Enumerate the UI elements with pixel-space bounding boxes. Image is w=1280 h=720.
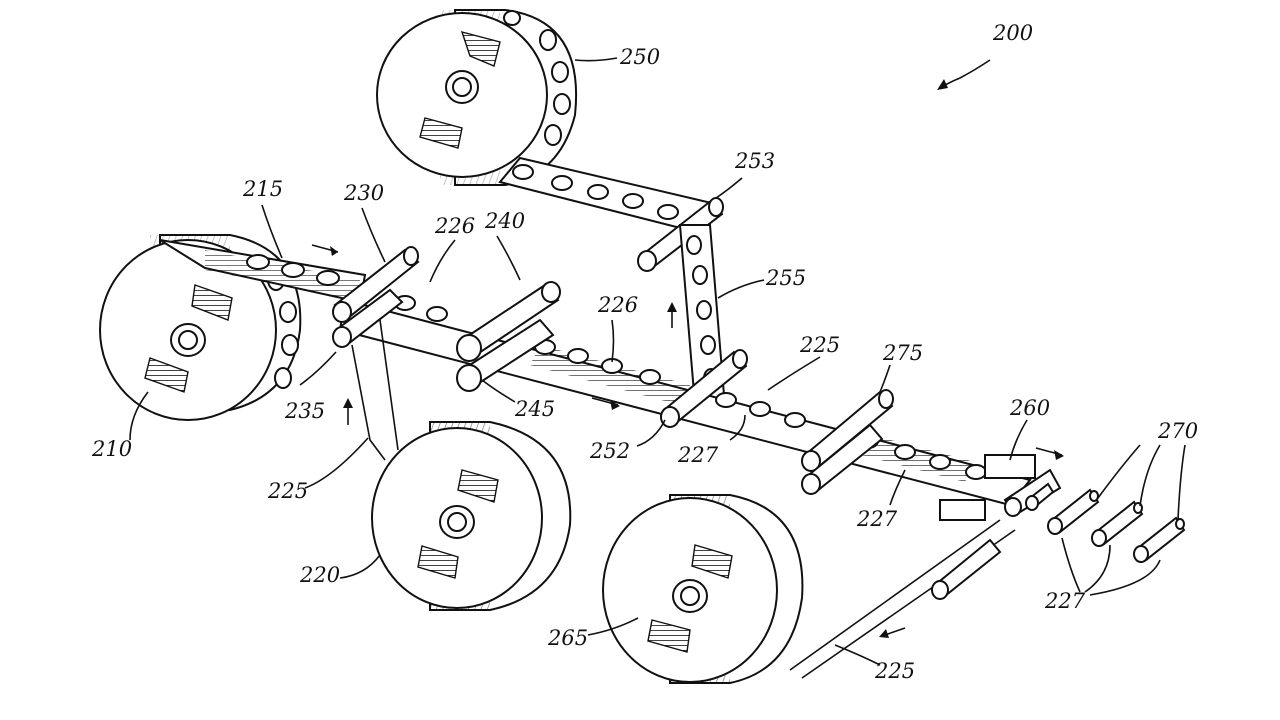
label-255: 255 bbox=[765, 266, 806, 290]
capsule bbox=[1091, 500, 1144, 547]
label-227-center: 227 bbox=[677, 443, 719, 467]
return-strip-225 bbox=[789, 519, 1016, 679]
label-215: 215 bbox=[242, 177, 283, 201]
label-235: 235 bbox=[284, 399, 325, 423]
cutting-rollers-240 bbox=[456, 281, 561, 392]
label-227-capsules: 227 bbox=[1044, 589, 1086, 613]
roll-250 bbox=[376, 9, 578, 186]
roll-265 bbox=[602, 494, 804, 684]
label-253: 253 bbox=[734, 149, 775, 173]
label-240: 240 bbox=[484, 209, 525, 233]
label-226-lower: 226 bbox=[597, 293, 638, 317]
label-226-upper: 226 bbox=[434, 214, 475, 238]
label-270: 270 bbox=[1157, 419, 1198, 443]
reference-labels: 200 250 215 230 226 240 253 255 226 225 … bbox=[91, 21, 1198, 683]
base-strip-225-feed bbox=[351, 319, 399, 461]
capsule bbox=[1047, 488, 1100, 535]
label-260: 260 bbox=[1009, 396, 1050, 420]
label-250: 250 bbox=[619, 45, 660, 69]
label-245: 245 bbox=[514, 397, 555, 421]
label-252: 252 bbox=[589, 439, 630, 463]
waste-strip-255-top bbox=[498, 156, 722, 235]
separator-260 bbox=[939, 454, 1062, 521]
laminating-rollers-230 bbox=[332, 246, 420, 348]
label-225-bottom: 225 bbox=[874, 659, 915, 683]
roll-220 bbox=[371, 421, 572, 611]
capsules-270 bbox=[1025, 482, 1186, 563]
capsule bbox=[1025, 482, 1055, 511]
label-225-upper: 225 bbox=[799, 333, 840, 357]
capsule bbox=[1133, 516, 1186, 563]
sealing-rollers-275 bbox=[801, 389, 894, 495]
label-230: 230 bbox=[343, 181, 384, 205]
label-220: 220 bbox=[299, 563, 340, 587]
roller-252 bbox=[660, 349, 748, 428]
label-275: 275 bbox=[882, 341, 923, 365]
label-210: 210 bbox=[91, 437, 132, 461]
label-200: 200 bbox=[992, 21, 1033, 45]
label-227-right: 227 bbox=[856, 507, 898, 531]
label-225-left: 225 bbox=[267, 479, 308, 503]
direction-arrows bbox=[311, 59, 1064, 638]
leader-lines bbox=[129, 57, 1186, 666]
label-265: 265 bbox=[547, 626, 588, 650]
